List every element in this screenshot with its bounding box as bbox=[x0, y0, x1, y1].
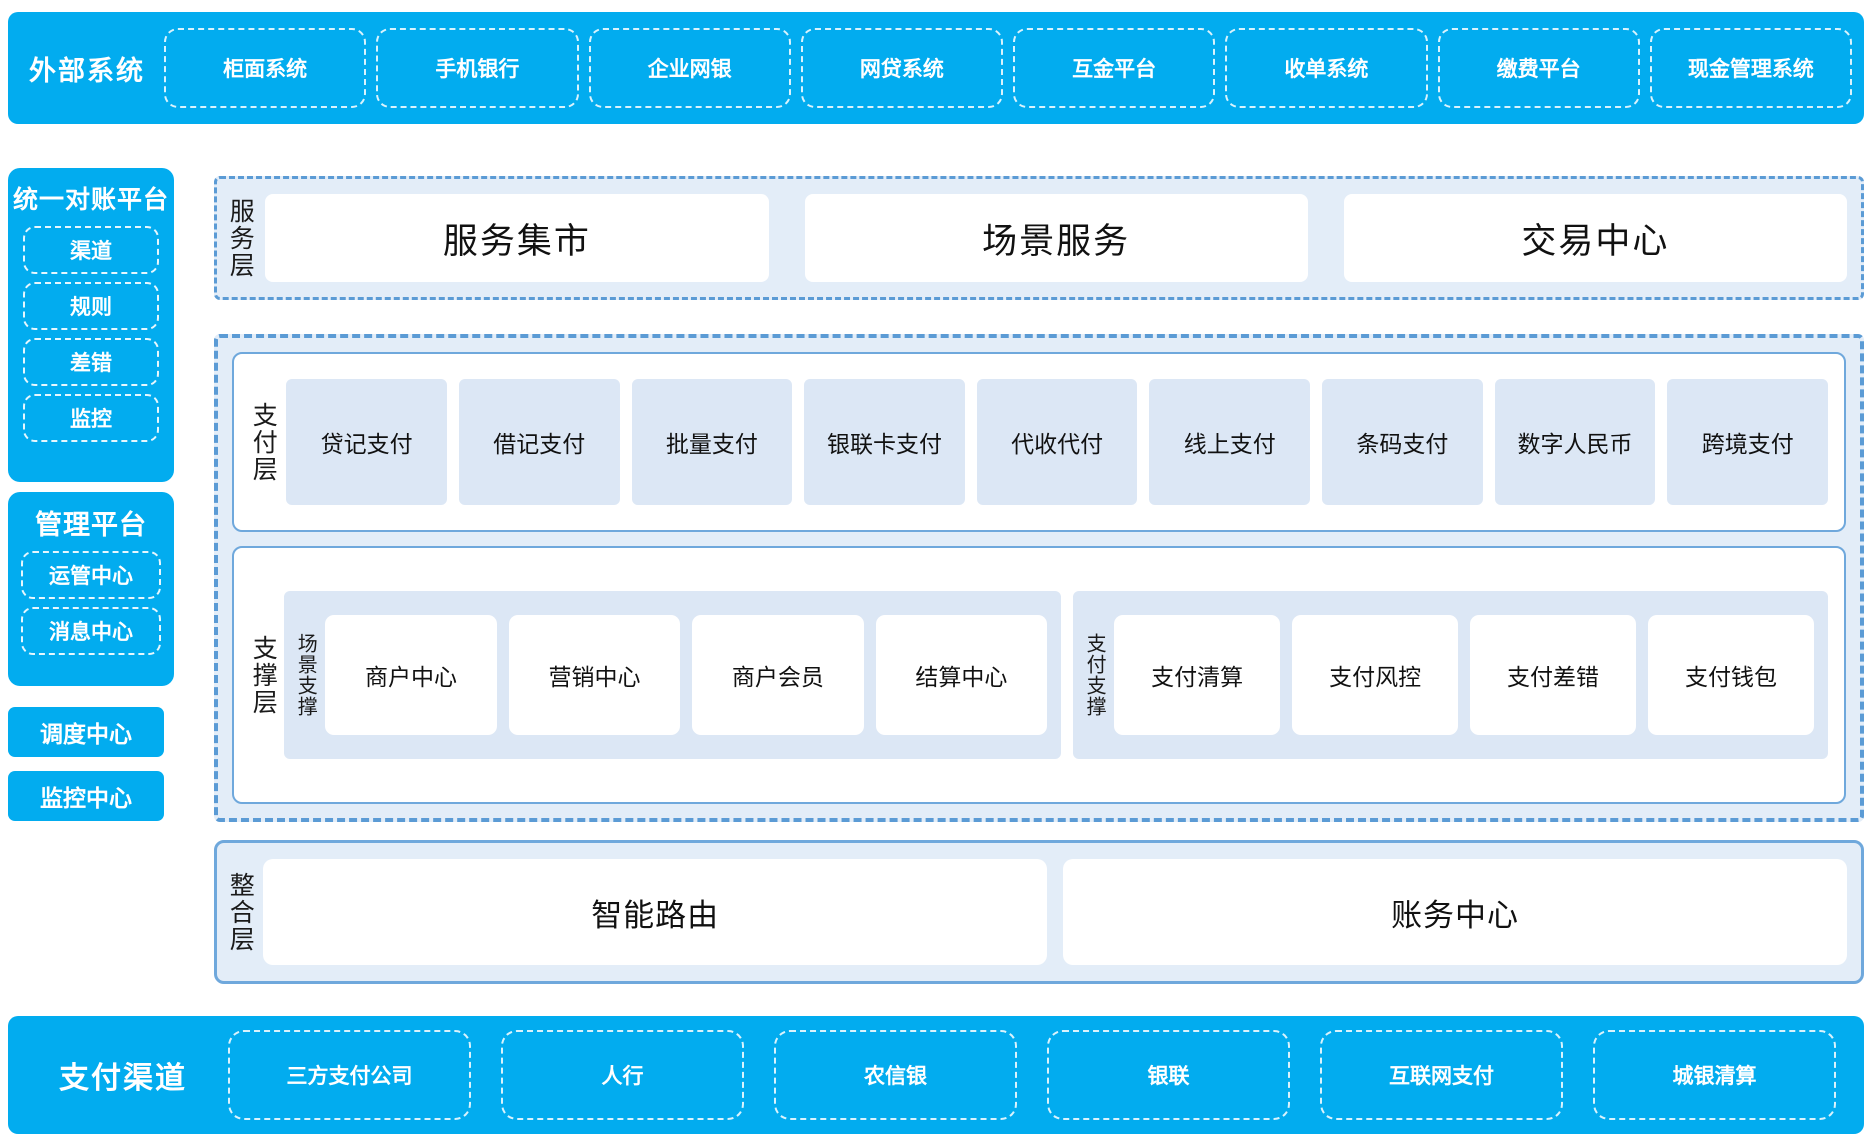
payment-card-cross-border[interactable]: 跨境支付 bbox=[1667, 379, 1829, 505]
sidebar-item-rule[interactable]: 规则 bbox=[23, 282, 159, 330]
external-system-item[interactable]: 手机银行 bbox=[376, 28, 579, 108]
payment-card-credit[interactable]: 贷记支付 bbox=[286, 379, 447, 505]
payment-card-barcode[interactable]: 条码支付 bbox=[1322, 379, 1483, 505]
external-system-item[interactable]: 企业网银 bbox=[588, 28, 791, 108]
service-layer-container: 服务层 服务集市 场景服务 交易中心 bbox=[214, 176, 1864, 300]
integration-layer-container: 整合层 智能路由 账务中心 bbox=[214, 840, 1864, 984]
payment-card-collection-payment[interactable]: 代收代付 bbox=[976, 379, 1138, 505]
sidebar-item-operations-center[interactable]: 运管中心 bbox=[21, 551, 161, 599]
external-system-item[interactable]: 互金平台 bbox=[1013, 28, 1216, 108]
payment-channels-title: 支付渠道 bbox=[59, 1062, 187, 1095]
channel-item-internet-payment[interactable]: 互联网支付 bbox=[1320, 1030, 1563, 1120]
service-card-scenario[interactable]: 场景服务 bbox=[804, 194, 1308, 282]
sidebar-item-monitoring-center[interactable]: 监控中心 bbox=[8, 771, 164, 821]
external-systems-title: 外部系统 bbox=[29, 55, 145, 86]
integration-layer-cards: 智能路由 账务中心 bbox=[263, 859, 1847, 965]
payment-channels-bar: 支付渠道 三方支付公司 人行 农信银 银联 互联网支付 城银清算 bbox=[8, 1016, 1864, 1134]
payment-card-batch[interactable]: 批量支付 bbox=[631, 379, 793, 505]
reconciliation-platform-title: 统一对账平台 bbox=[12, 186, 169, 214]
service-card-transaction-center[interactable]: 交易中心 bbox=[1343, 194, 1847, 282]
external-system-item[interactable]: 网贷系统 bbox=[800, 28, 1003, 108]
support-card-merchant-center[interactable]: 商户中心 bbox=[325, 615, 497, 735]
sidebar-item-scheduling-center[interactable]: 调度中心 bbox=[8, 707, 164, 757]
core-platform-container: 支付层 贷记支付 借记支付 批量支付 银联卡支付 代收代付 线上支付 条码支付 … bbox=[214, 334, 1864, 822]
support-card-marketing-center[interactable]: 营销中心 bbox=[508, 615, 681, 735]
external-systems-list: 柜面系统 手机银行 企业网银 网贷系统 互金平台 收单系统 缴费平台 现金管理系… bbox=[164, 28, 1864, 108]
integration-layer-label: 整合层 bbox=[226, 871, 255, 953]
reconciliation-platform-panel: 统一对账平台 渠道 规则 差错 监控 bbox=[8, 168, 174, 482]
sidebar-item-error[interactable]: 差错 bbox=[23, 338, 159, 386]
management-items: 运管中心 消息中心 bbox=[21, 551, 161, 655]
channel-item-pboc[interactable]: 人行 bbox=[501, 1030, 744, 1120]
payment-layer-label: 支付层 bbox=[249, 401, 278, 483]
management-platform-title: 管理平台 bbox=[35, 510, 147, 540]
support-card-payment-wallet[interactable]: 支付钱包 bbox=[1648, 615, 1815, 735]
payment-support-label: 支付支撑 bbox=[1083, 633, 1106, 717]
integration-card-accounting-center[interactable]: 账务中心 bbox=[1063, 859, 1847, 965]
reconciliation-items: 渠道 规则 差错 监控 bbox=[23, 226, 159, 442]
support-layer-container: 支撑层 场景支撑 商户中心 营销中心 商户会员 结算中心 支付支撑 支付清算 bbox=[232, 546, 1846, 804]
payment-card-digital-rmb[interactable]: 数字人民币 bbox=[1494, 379, 1656, 505]
support-card-payment-error[interactable]: 支付差错 bbox=[1470, 615, 1637, 735]
external-system-item[interactable]: 收单系统 bbox=[1225, 28, 1428, 108]
payment-support-cards: 支付清算 支付风控 支付差错 支付钱包 bbox=[1114, 615, 1815, 735]
channel-item-rcc[interactable]: 农信银 bbox=[774, 1030, 1017, 1120]
external-system-item[interactable]: 柜面系统 bbox=[164, 28, 367, 108]
channel-item-third-party[interactable]: 三方支付公司 bbox=[228, 1030, 471, 1120]
support-card-settlement-center[interactable]: 结算中心 bbox=[875, 615, 1048, 735]
scenario-support-label: 场景支撑 bbox=[294, 633, 317, 717]
service-layer-cards: 服务集市 场景服务 交易中心 bbox=[265, 194, 1847, 282]
sidebar-item-monitor[interactable]: 监控 bbox=[23, 394, 159, 442]
support-layer-label: 支撑层 bbox=[249, 634, 278, 716]
support-layer-groups: 场景支撑 商户中心 营销中心 商户会员 结算中心 支付支撑 支付清算 支付风控 … bbox=[284, 591, 1828, 759]
payment-card-unionpay[interactable]: 银联卡支付 bbox=[804, 379, 965, 505]
sidebar-item-message-center[interactable]: 消息中心 bbox=[21, 607, 161, 655]
scenario-support-group: 场景支撑 商户中心 营销中心 商户会员 结算中心 bbox=[284, 591, 1062, 759]
payment-support-group: 支付支撑 支付清算 支付风控 支付差错 支付钱包 bbox=[1073, 591, 1828, 759]
payment-layer-container: 支付层 贷记支付 借记支付 批量支付 银联卡支付 代收代付 线上支付 条码支付 … bbox=[232, 352, 1846, 532]
payment-channels-list: 三方支付公司 人行 农信银 银联 互联网支付 城银清算 bbox=[228, 1030, 1864, 1120]
external-systems-bar: 外部系统 柜面系统 手机银行 企业网银 网贷系统 互金平台 收单系统 缴费平台 … bbox=[8, 12, 1864, 124]
management-platform-panel: 管理平台 运管中心 消息中心 bbox=[8, 492, 174, 686]
payment-card-debit[interactable]: 借记支付 bbox=[458, 379, 620, 505]
payment-layer-cards: 贷记支付 借记支付 批量支付 银联卡支付 代收代付 线上支付 条码支付 数字人民… bbox=[286, 379, 1829, 505]
support-card-payment-risk[interactable]: 支付风控 bbox=[1292, 615, 1459, 735]
service-card-marketplace[interactable]: 服务集市 bbox=[265, 194, 769, 282]
external-system-item[interactable]: 现金管理系统 bbox=[1649, 28, 1852, 108]
integration-card-smart-routing[interactable]: 智能路由 bbox=[263, 859, 1048, 965]
external-system-item[interactable]: 缴费平台 bbox=[1437, 28, 1640, 108]
payment-card-online[interactable]: 线上支付 bbox=[1149, 379, 1311, 505]
support-card-payment-clearing[interactable]: 支付清算 bbox=[1114, 615, 1281, 735]
service-layer-label: 服务层 bbox=[226, 197, 255, 279]
sidebar-item-channel[interactable]: 渠道 bbox=[23, 226, 159, 274]
channel-item-unionpay[interactable]: 银联 bbox=[1047, 1030, 1290, 1120]
support-card-merchant-member[interactable]: 商户会员 bbox=[692, 615, 864, 735]
scenario-support-cards: 商户中心 营销中心 商户会员 结算中心 bbox=[325, 615, 1048, 735]
channel-item-city-bank-clearing[interactable]: 城银清算 bbox=[1593, 1030, 1836, 1120]
